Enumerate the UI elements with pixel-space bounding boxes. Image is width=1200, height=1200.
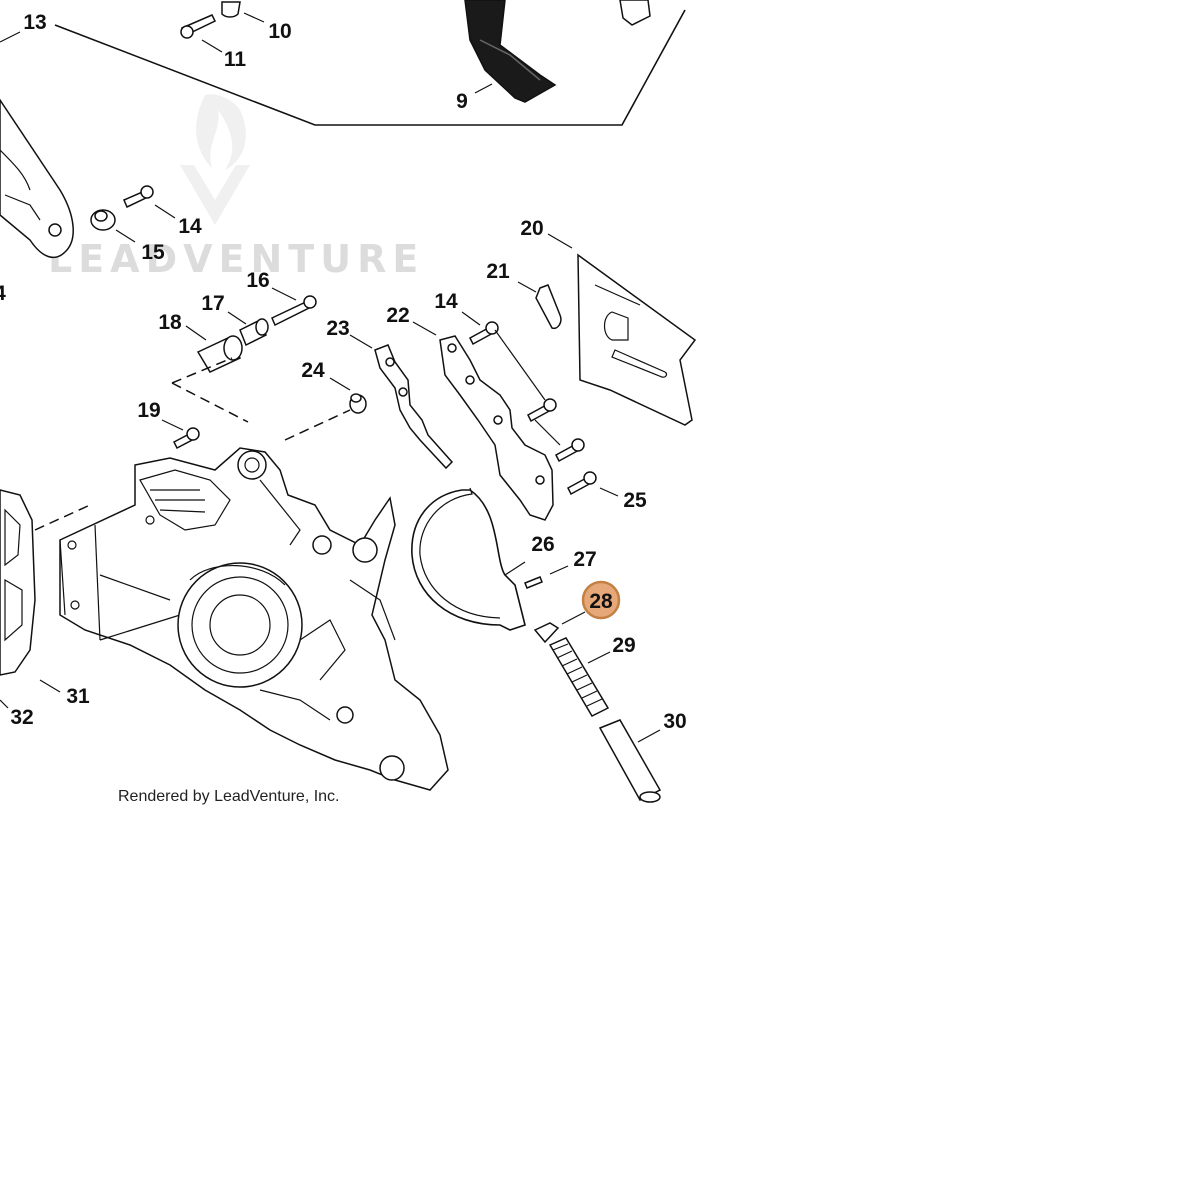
part-14-screw-right-2 — [527, 398, 557, 423]
part-28-wedge — [533, 611, 586, 644]
part-23-lever — [349, 334, 454, 470]
part-15-bushing — [90, 209, 136, 243]
assembly-line-3 — [284, 409, 351, 441]
part-29-spring — [548, 637, 611, 717]
label-30[interactable]: 30 — [663, 710, 686, 733]
part-9-catcher — [464, 0, 557, 103]
label-14-right[interactable]: 14 — [434, 290, 458, 313]
part-16-screw — [271, 287, 317, 327]
leader-14-group-b — [534, 419, 561, 446]
label-23[interactable]: 23 — [326, 317, 349, 340]
label-9[interactable]: 9 — [456, 90, 468, 113]
label-11[interactable]: 11 — [224, 48, 247, 71]
watermark-logo — [180, 94, 250, 225]
part-11-screw — [180, 14, 223, 53]
label-21[interactable]: 21 — [486, 260, 510, 283]
watermark-text: LEADVENTURE — [48, 237, 424, 281]
part-18-bushing — [185, 325, 243, 373]
part-22-plate — [412, 321, 554, 521]
credit-text: Rendered by LeadVenture, Inc. — [118, 788, 340, 805]
label-14-upper[interactable]: 14 — [178, 215, 202, 238]
part-25-screw — [567, 471, 619, 497]
part-14-screw-upper — [123, 185, 176, 219]
label-24[interactable]: 24 — [301, 359, 325, 382]
label-29[interactable]: 29 — [612, 634, 635, 657]
label-19[interactable]: 19 — [137, 399, 160, 422]
label-16[interactable]: 16 — [246, 269, 269, 292]
part-21-clip — [517, 281, 562, 330]
label-25[interactable]: 25 — [623, 489, 647, 512]
label-28[interactable]: 28 — [589, 590, 613, 613]
part-24-bushing — [329, 377, 367, 414]
label-17[interactable]: 17 — [201, 292, 224, 315]
label-22[interactable]: 22 — [386, 304, 409, 327]
part-20-cover — [547, 233, 697, 426]
highlight-marker[interactable]: 28 — [581, 580, 621, 620]
part-30-tube — [598, 719, 662, 803]
label-15[interactable]: 15 — [141, 241, 165, 264]
label-18[interactable]: 18 — [158, 311, 182, 334]
assembly-line-1 — [171, 357, 233, 384]
label-4-partial[interactable]: 4 — [0, 282, 6, 305]
part-14-screw-right-3 — [555, 438, 585, 463]
part-31-side-cover — [0, 489, 61, 709]
part-13-handle — [0, 31, 74, 259]
label-26[interactable]: 26 — [531, 533, 554, 556]
part-26-brake-band — [411, 487, 526, 631]
part-14-screw-right-1 — [461, 311, 499, 346]
part-10-clip — [221, 1, 265, 23]
part-17-sleeve — [227, 311, 269, 347]
inset-frame — [54, 9, 686, 126]
part-19-screw — [161, 419, 200, 450]
label-32[interactable]: 32 — [10, 706, 33, 729]
label-31[interactable]: 31 — [66, 685, 90, 708]
label-27[interactable]: 27 — [573, 548, 596, 571]
part-housing — [59, 447, 449, 791]
part-27-pin — [524, 565, 569, 589]
label-10[interactable]: 10 — [268, 20, 291, 43]
part-top-piece — [619, 0, 651, 26]
assembly-line-2 — [171, 382, 249, 423]
leader-14-group-a — [494, 329, 546, 401]
label-20[interactable]: 20 — [520, 217, 543, 240]
assembly-line-4 — [34, 504, 91, 531]
label-13[interactable]: 13 — [23, 11, 46, 34]
